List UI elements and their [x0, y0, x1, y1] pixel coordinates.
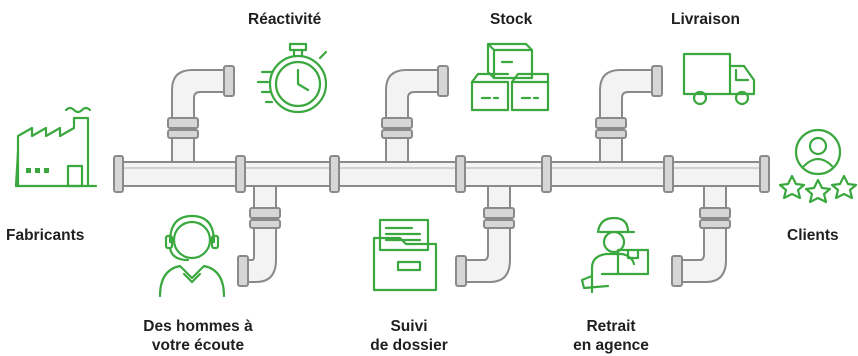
- label-suivi-line2: de dossier: [370, 337, 448, 354]
- main-pipe: [119, 161, 767, 187]
- label-ecoute: Des hommes à votre écoute: [126, 317, 270, 355]
- label-reactivite: Réactivité: [248, 11, 322, 28]
- lower-branch-ecoute: [237, 185, 281, 287]
- label-ecoute-line2: votre écoute: [151, 337, 245, 354]
- headset-agent-icon: [158, 214, 226, 298]
- upper-branch-reactivite: [167, 65, 235, 163]
- folder-documents-icon: [372, 218, 438, 292]
- label-suivi-line1: Suivi: [390, 318, 428, 335]
- customer-rating-icon: [778, 128, 858, 204]
- label-suivi: Suivi de dossier: [354, 317, 464, 355]
- upper-branch-stock: [381, 65, 449, 163]
- lower-branch-retrait: [671, 185, 731, 287]
- label-clients: Clients: [787, 227, 839, 244]
- factory-icon: [14, 106, 98, 188]
- label-stock: Stock: [490, 11, 533, 28]
- upper-branch-livraison: [595, 65, 663, 163]
- boxes-icon: [470, 42, 550, 112]
- lower-branch-suivi: [455, 185, 515, 287]
- label-retrait-line2: en agence: [573, 337, 649, 354]
- delivery-person-icon: [580, 216, 650, 294]
- label-retrait: Retrait en agence: [556, 317, 666, 355]
- label-retrait-line1: Retrait: [586, 318, 636, 335]
- label-ecoute-line1: Des hommes à: [143, 318, 253, 335]
- truck-icon: [682, 52, 756, 106]
- label-livraison: Livraison: [671, 11, 740, 28]
- main-pipe-collars: [113, 155, 770, 193]
- stopwatch-icon: [256, 42, 328, 114]
- label-fabricants: Fabricants: [6, 227, 85, 244]
